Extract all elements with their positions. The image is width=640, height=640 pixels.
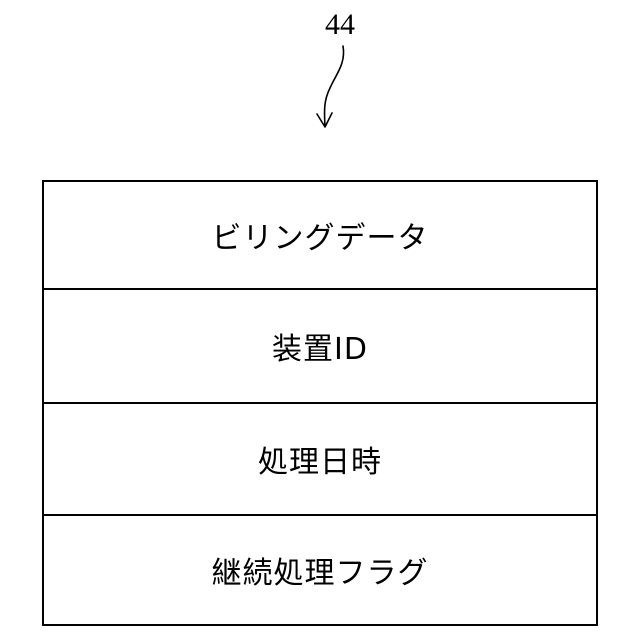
row-label: 継続処理フラグ xyxy=(212,548,429,592)
reference-numeral: 44 xyxy=(312,8,368,42)
table-row-continuation-flag: 継続処理フラグ xyxy=(44,516,596,624)
table-row-processing-datetime: 処理日時 xyxy=(44,404,596,516)
row-label: 処理日時 xyxy=(258,437,382,481)
row-label: ビリングデータ xyxy=(212,213,429,257)
table-row-device-id: 装置ID xyxy=(44,290,596,404)
row-label: 装置ID xyxy=(272,324,368,368)
table-row-billing-data: ビリングデータ xyxy=(44,182,596,290)
leader-arrow-icon xyxy=(300,44,370,134)
billing-data-record-table: ビリングデータ 装置ID 処理日時 継続処理フラグ xyxy=(42,180,598,626)
